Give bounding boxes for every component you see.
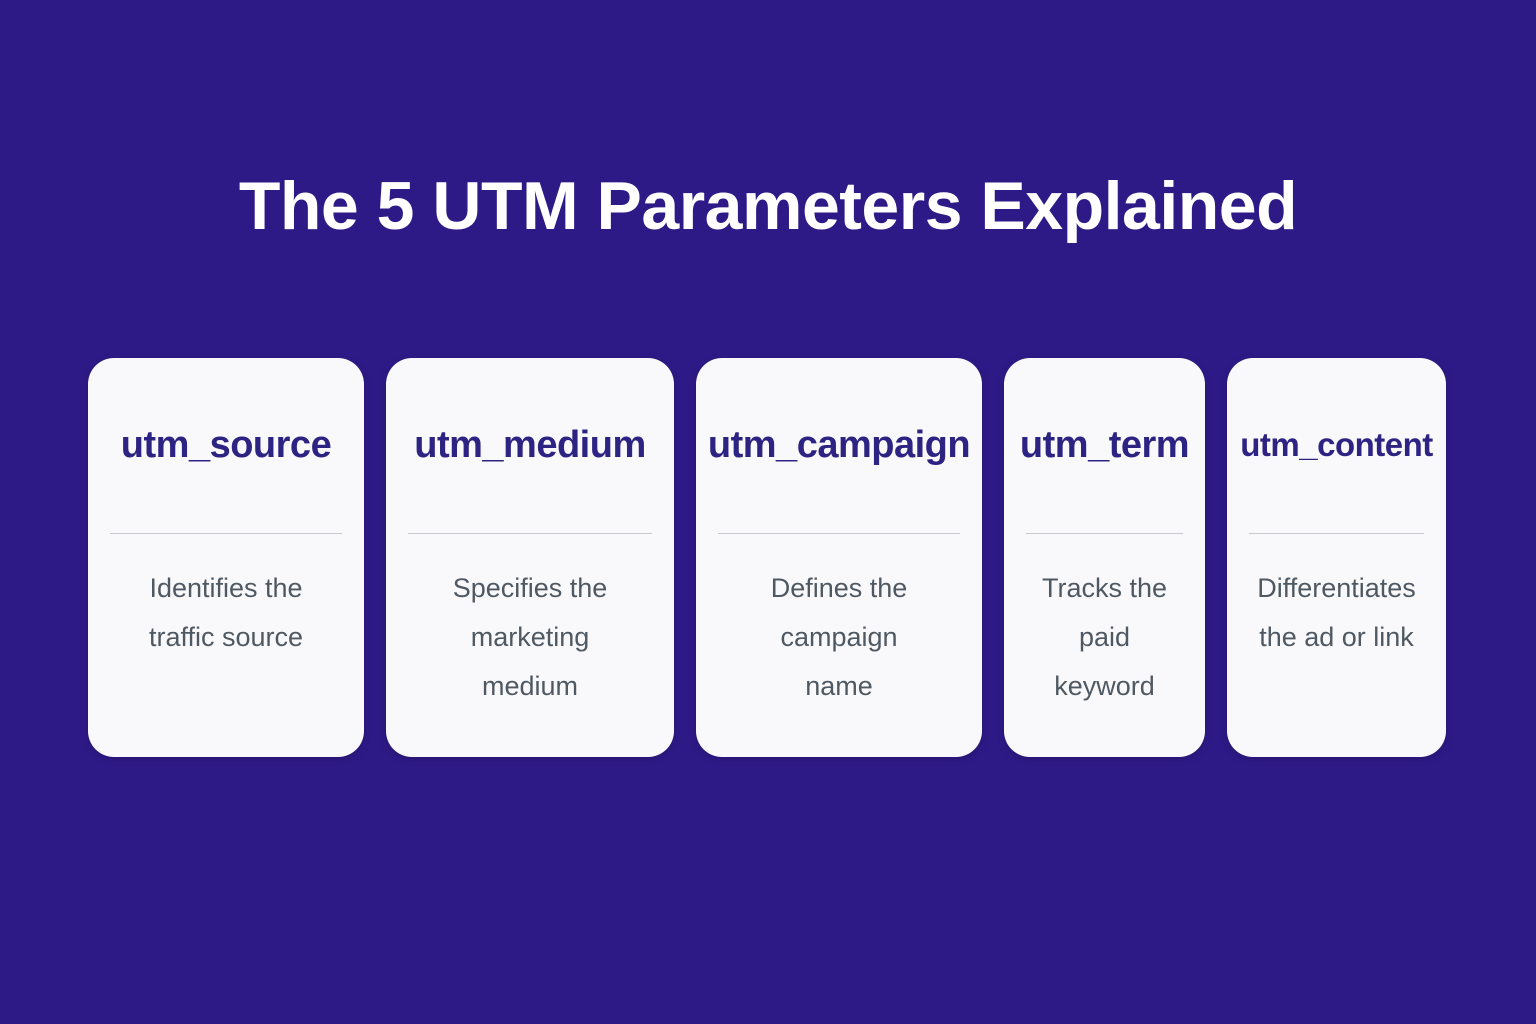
card-title-utm-term: utm_term — [1019, 424, 1190, 466]
description-line: marketing — [470, 622, 590, 652]
card-utm-source: utm_source Identifies the traffic source — [88, 358, 364, 757]
card-title-utm-content: utm_content — [1240, 426, 1433, 463]
card-divider — [1249, 533, 1424, 534]
card-description: Specifies the marketing medium — [453, 564, 608, 711]
description-line: the ad or link — [1259, 622, 1414, 652]
description-line: medium — [481, 671, 579, 701]
description-line: keyword — [1054, 671, 1155, 701]
description-line: name — [805, 671, 873, 701]
card-title-utm-medium: utm_medium — [414, 424, 646, 466]
card-title-utm-campaign: utm_campaign — [707, 424, 971, 466]
page-title: The 5 UTM Parameters Explained — [238, 168, 1298, 244]
card-divider — [110, 533, 342, 534]
card-title-utm-source: utm_source — [120, 424, 332, 466]
card-description: Defines the campaign name — [771, 564, 908, 711]
description-line: Tracks the — [1041, 573, 1168, 603]
description-line: Defines the — [770, 573, 908, 603]
card-utm-term: utm_term Tracks the paid keyword — [1004, 358, 1205, 757]
card-description: Tracks the paid keyword — [1042, 564, 1167, 711]
description-line: Differentiates — [1257, 573, 1416, 603]
card-utm-campaign: utm_campaign Defines the campaign name — [696, 358, 982, 757]
description-line: paid — [1078, 622, 1131, 652]
card-divider — [1026, 533, 1183, 534]
card-description: Identifies the traffic source — [149, 564, 303, 662]
card-utm-medium: utm_medium Specifies the marketing mediu… — [386, 358, 674, 757]
description-line: Specifies the — [452, 573, 608, 603]
card-divider — [718, 533, 960, 534]
card-description: Differentiates the ad or link — [1257, 564, 1416, 662]
description-line: traffic source — [148, 622, 304, 652]
card-divider — [408, 533, 652, 534]
description-line: Identifies the — [149, 573, 303, 603]
description-line: campaign — [780, 622, 898, 652]
card-utm-content: utm_content Differentiates the ad or lin… — [1227, 358, 1446, 757]
cards-row: utm_source Identifies the traffic source… — [88, 358, 1446, 757]
